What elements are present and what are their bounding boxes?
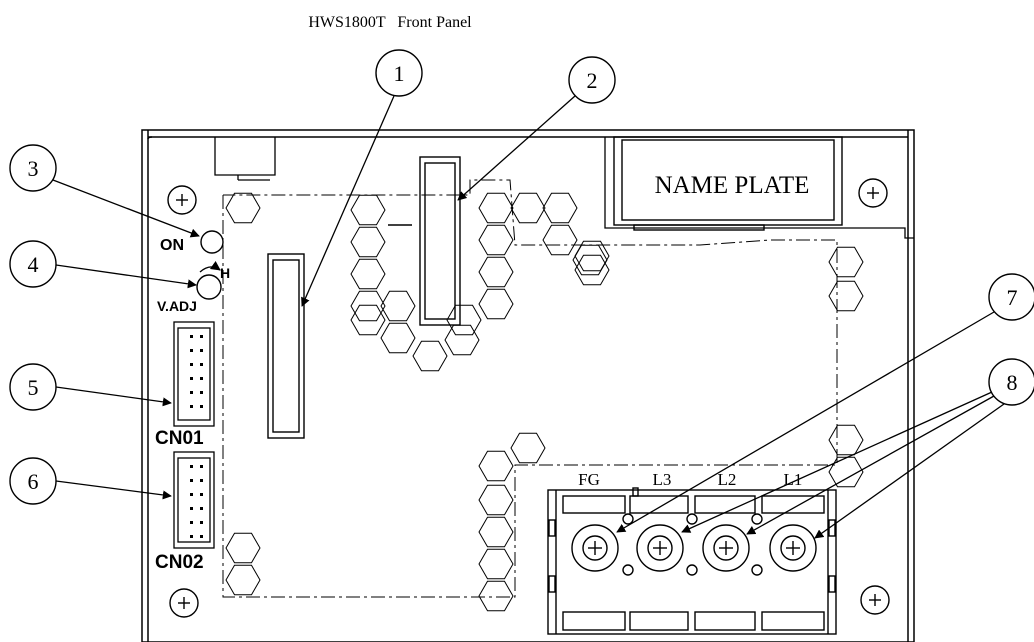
connector-pin (190, 335, 193, 338)
vent-hexagon (225, 564, 261, 596)
top-tab (214, 137, 276, 181)
vent-hexagon (478, 224, 514, 256)
vent-hexagon (350, 258, 386, 290)
diagram-title: HWS1800T Front Panel (308, 14, 472, 31)
vent-hexagon (350, 194, 386, 226)
connector-pin (200, 507, 203, 510)
connector-2 (388, 156, 461, 326)
callouts (9, 49, 1034, 505)
vent-hexagon (444, 324, 480, 356)
cn01-label: CN01 (155, 428, 204, 449)
connector-pin (200, 363, 203, 366)
vent-hexagon (572, 244, 608, 276)
vent-hexagon (478, 288, 514, 320)
connector-pin (200, 535, 203, 538)
l2-label: L2 (718, 470, 737, 489)
connector-pin (200, 405, 203, 408)
vent-hexagon (380, 322, 416, 354)
vent-hexagon (350, 304, 386, 336)
vent-hexagon (542, 192, 578, 224)
cn02-label: CN02 (155, 552, 204, 573)
callout-7: 7 (1007, 285, 1018, 310)
connector-pin (200, 335, 203, 338)
connector-pin (200, 349, 203, 352)
callout-1: 1 (394, 61, 405, 86)
on-label: ON (160, 237, 184, 254)
vent-hexagon-icon (225, 192, 864, 612)
vent-hexagon (574, 254, 610, 286)
vent-hexagon (510, 432, 546, 464)
vent-hexagon (828, 456, 864, 488)
connector-pin (200, 479, 203, 482)
callout-2: 2 (587, 68, 598, 93)
vent-hexagon (828, 246, 864, 278)
connector-pin (190, 363, 193, 366)
connector-pin (190, 479, 193, 482)
connector-pin (190, 405, 193, 408)
terminal-block (547, 487, 837, 635)
connector-pin (190, 507, 193, 510)
vent-hexagon (478, 516, 514, 548)
inner-boundary (222, 179, 838, 598)
connector-pin (200, 493, 203, 496)
vent-hexagon (478, 450, 514, 482)
h-label: H (220, 265, 230, 281)
leader-lines (52, 95, 1005, 539)
chassis-outline (141, 129, 915, 642)
callout-5: 5 (28, 375, 39, 400)
vent-hexagon (828, 280, 864, 312)
callout-4: 4 (28, 252, 39, 277)
connector-pin (190, 349, 193, 352)
fg-label: FG (578, 470, 600, 489)
vent-hexagon (350, 290, 386, 322)
vent-hexagon (510, 192, 546, 224)
vent-hexagon (478, 580, 514, 612)
callout-3: 3 (28, 156, 39, 181)
connector-pin (190, 493, 193, 496)
connector-pin (190, 465, 193, 468)
cn01-pins (190, 335, 203, 408)
screw-terminal-icon (571, 524, 817, 572)
led-indicator-icon (200, 230, 224, 254)
cn02-pins (190, 465, 203, 538)
connector-pin (190, 391, 193, 394)
connector-pin (190, 535, 193, 538)
l3-label: L3 (653, 470, 672, 489)
name-plate (613, 136, 843, 231)
right-step (604, 137, 914, 239)
vadj-label: V.ADJ (157, 298, 197, 314)
connector-icon (173, 321, 215, 427)
vent-hexagon (478, 484, 514, 516)
connector-pin (200, 465, 203, 468)
vent-hexagon (350, 226, 386, 258)
vent-hexagon (828, 424, 864, 456)
vent-hexagon (542, 224, 578, 256)
connector-pin (190, 377, 193, 380)
vent-hexagon (380, 290, 416, 322)
connector-pin (200, 377, 203, 380)
vent-hexagon (478, 548, 514, 580)
connector-pin (190, 521, 193, 524)
callout-6: 6 (28, 469, 39, 494)
vent-hexagon (225, 192, 261, 224)
vent-hexagon (446, 304, 482, 336)
connector-1 (267, 253, 305, 439)
vent-hexagon (478, 256, 514, 288)
vent-hexagon (225, 532, 261, 564)
connector-pin (200, 391, 203, 394)
vent-hexagon (478, 192, 514, 224)
mounting-screw-icon (167, 178, 890, 618)
connector-pin (200, 521, 203, 524)
vent-hexagon (412, 340, 448, 372)
callout-8: 8 (1007, 370, 1018, 395)
name-plate-text: NAME PLATE (655, 172, 810, 199)
connector-icon (173, 451, 215, 549)
potentiometer-icon (196, 260, 222, 300)
